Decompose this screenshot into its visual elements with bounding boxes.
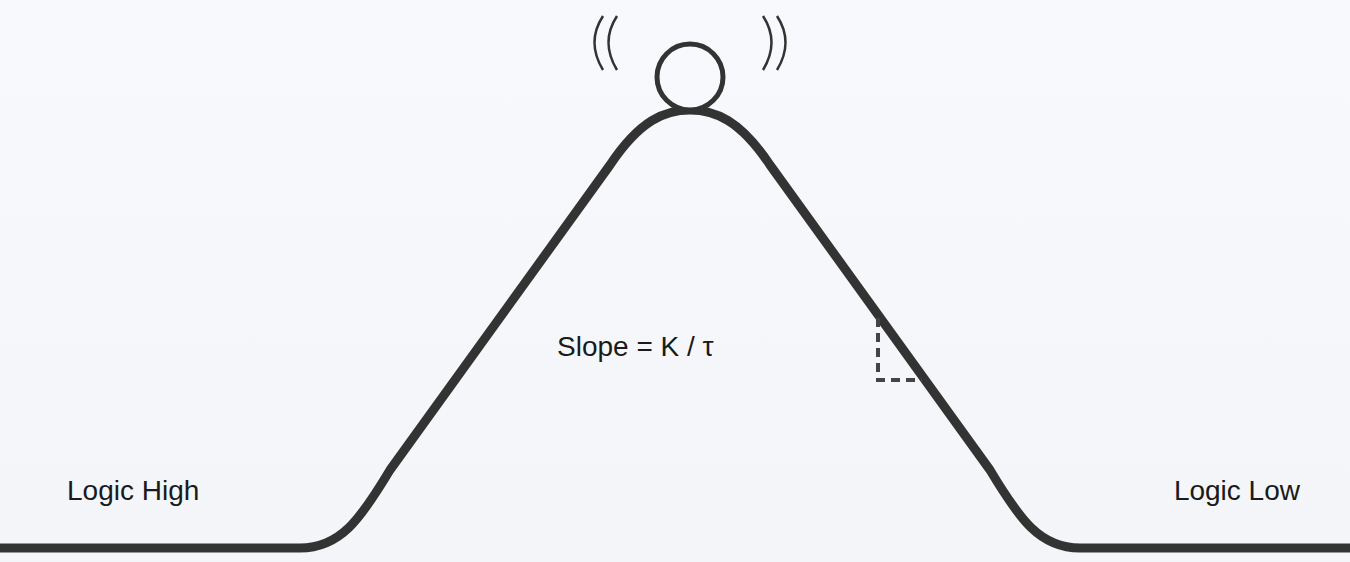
vibration-mark [595, 16, 604, 70]
slope-triangle [878, 318, 922, 380]
label-text: Slope = K / τ [557, 330, 714, 364]
ball [657, 44, 723, 110]
vibration-mark [609, 16, 618, 70]
hill-curve [0, 110, 1350, 548]
label-text: Logic High [67, 474, 199, 508]
vibration-mark [777, 16, 786, 70]
label-text: Logic Low [1174, 474, 1300, 508]
vibration-mark [763, 16, 772, 70]
